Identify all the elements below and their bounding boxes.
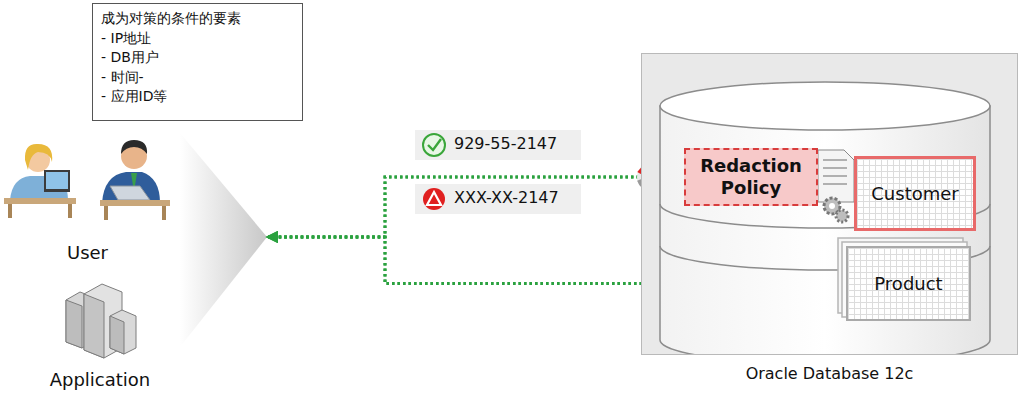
data-flow-connector bbox=[268, 177, 650, 237]
customer-table: Customer bbox=[854, 156, 976, 231]
product-table: Product bbox=[846, 246, 971, 321]
node-label: Application bbox=[50, 369, 151, 390]
server-icon bbox=[66, 284, 136, 358]
node-label: - 应用ID等 bbox=[101, 87, 294, 107]
data-value-label: XXX-XX-2147 bbox=[454, 188, 559, 207]
node-label: User bbox=[67, 242, 108, 263]
application-group: Application bbox=[40, 282, 160, 390]
node-label: Customer bbox=[871, 183, 958, 204]
box-heading: 成为对策的条件的要素 bbox=[101, 9, 294, 29]
data-flow-connector bbox=[268, 177, 650, 237]
condition-box: 成为对策的条件的要素- IP地址- DB用户- 时间-- 应用ID等 bbox=[92, 3, 303, 121]
funnel-shape bbox=[180, 133, 267, 347]
label-patch bbox=[415, 184, 581, 214]
data-value-label: 929-55-2147 bbox=[454, 134, 557, 153]
user-icon bbox=[4, 144, 76, 218]
label-patch bbox=[415, 130, 581, 160]
user-group: User bbox=[0, 138, 175, 263]
redaction-policy-box: Redaction Policy bbox=[684, 148, 818, 206]
check-icon bbox=[423, 134, 445, 156]
cylinder-top bbox=[660, 82, 990, 130]
policy-document-icon bbox=[818, 150, 854, 222]
node-label: - IP地址 bbox=[101, 29, 294, 49]
node-label: - DB用户 bbox=[101, 48, 294, 68]
node-label: Oracle Database 12c bbox=[642, 364, 1017, 383]
user-icon bbox=[100, 140, 170, 220]
cylinder-body bbox=[660, 106, 990, 354]
node-label: Product bbox=[874, 273, 942, 294]
database-panel: Oracle Database 12cRedaction PolicyCusto… bbox=[641, 53, 1018, 355]
warning-icon bbox=[423, 188, 445, 210]
node-label: - 时间- bbox=[101, 68, 294, 88]
node-label: Redaction Policy bbox=[694, 155, 808, 199]
